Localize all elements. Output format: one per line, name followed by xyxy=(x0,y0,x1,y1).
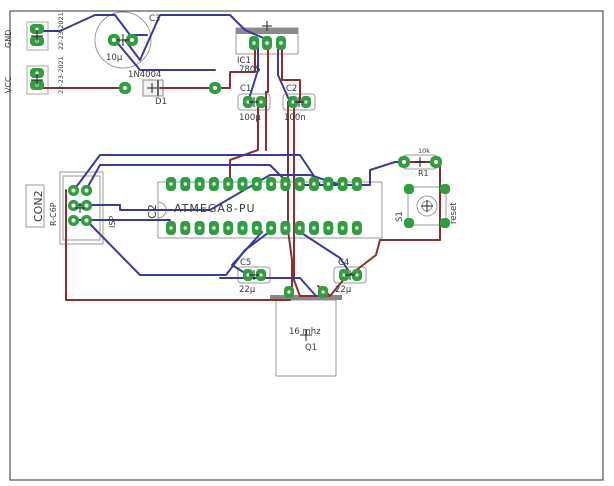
ic2-pin-hole xyxy=(240,226,245,230)
c2-name-label: C2 xyxy=(286,84,297,94)
c5-value-label: 22µ xyxy=(239,285,256,295)
s1-button-cap xyxy=(416,195,438,217)
ic2-pin-hole xyxy=(355,226,359,230)
con2-value-label: R-C6P xyxy=(49,202,58,226)
ic2-pin-hole xyxy=(298,182,302,186)
trace-isp-reset xyxy=(85,219,273,276)
c4-outline xyxy=(333,266,367,284)
r1-value-label: 10k xyxy=(418,147,430,155)
ic1-name-label: IC1 xyxy=(237,56,251,66)
c3-value-label: 10µ xyxy=(106,53,123,63)
pad-holes xyxy=(35,27,438,294)
ic2-pin-hole xyxy=(326,182,330,186)
trace-ic1-c1 xyxy=(247,44,259,103)
c3-name-label: C3 xyxy=(149,14,160,24)
ic2-pin-pads xyxy=(166,177,362,235)
ic2-pin-hole xyxy=(197,226,202,230)
c1-name-label: C1 xyxy=(240,84,251,94)
trace-ic1-out xyxy=(281,44,301,101)
ic2-name-label: IC2 xyxy=(146,204,159,222)
ic2-pin-hole xyxy=(298,226,302,230)
c1-outline xyxy=(237,93,271,111)
ic2-pin-hole xyxy=(255,226,259,230)
trace-xtal-top xyxy=(219,277,317,297)
trace-isp-miso xyxy=(73,154,321,191)
pad xyxy=(440,184,450,194)
trace-gnd-c3 xyxy=(35,14,148,36)
con2-latch xyxy=(25,184,45,228)
ic2-pin-hole xyxy=(340,226,345,230)
d1-name-label: D1 xyxy=(155,97,167,107)
ic2-pin-hole xyxy=(183,182,187,186)
ic2-pin-hole xyxy=(269,182,273,186)
c3-outline xyxy=(94,11,152,69)
q1-name-label: Q1 xyxy=(305,343,317,353)
trace-isp-gnd xyxy=(65,189,291,301)
ic2-pin-hole xyxy=(355,182,359,186)
c5-name-label: C5 xyxy=(240,258,251,268)
trace-c5 xyxy=(231,231,263,276)
ic1-value-label: 7805 xyxy=(239,65,261,75)
con2-outline xyxy=(59,171,104,245)
isp-label: ISP xyxy=(108,216,117,228)
vcc-label: VCC xyxy=(4,76,13,93)
c5-outline xyxy=(237,266,271,284)
ic2-pin-hole xyxy=(283,182,288,186)
gnd-label: GND xyxy=(4,30,13,48)
ic2-pin-hole xyxy=(226,226,230,230)
ic2-pin-hole xyxy=(212,182,216,186)
c4-value-label: 22µ xyxy=(335,285,352,295)
q1-value-label: 16 mhz xyxy=(289,327,321,337)
ic2-pin-hole xyxy=(312,182,316,186)
date-label-top: 22-23-2021 xyxy=(57,12,65,50)
ic2-pin-hole xyxy=(326,226,330,230)
ic2-pin-hole xyxy=(269,226,273,230)
pad xyxy=(440,218,450,228)
c2-value-label: 100n xyxy=(284,113,306,123)
ic2-pin-hole xyxy=(212,226,216,230)
ic2-pin-hole xyxy=(340,182,345,186)
board-outline xyxy=(9,10,604,481)
trace-c3-d1 xyxy=(114,39,216,71)
pad xyxy=(404,218,414,228)
c4-name-label: C4 xyxy=(338,258,349,268)
trace-d1-ic1 xyxy=(159,44,256,89)
ic2-pin-hole xyxy=(169,226,173,230)
con2-inner xyxy=(62,175,101,241)
trace-c2-down xyxy=(287,101,293,291)
trace-reset xyxy=(349,199,441,276)
c1-value-label: 100µ xyxy=(239,113,261,123)
ic2-pin-hole xyxy=(283,226,288,230)
ic2-pin-hole xyxy=(255,182,259,186)
trace-c4-top xyxy=(299,231,349,271)
con2-name-label: CON2 xyxy=(32,190,45,222)
pad xyxy=(404,184,414,194)
date-label-bottom: 22-23-2021 xyxy=(57,56,65,94)
labels-layer: GND VCC 22-23-2021 22-23-2021 C3 10µ 1N4… xyxy=(4,12,459,353)
origin-marks xyxy=(31,21,433,341)
q1-top-bar xyxy=(270,295,342,300)
ic2-pin-hole xyxy=(312,226,316,230)
r1-name-label: R1 xyxy=(418,169,429,178)
trace-xtal-a xyxy=(293,101,301,297)
trace-ic1-gnd xyxy=(265,44,269,151)
trace-vcc-r1 xyxy=(299,161,406,186)
ic2-value-label: ATMEGA8-PU xyxy=(174,202,256,215)
d1-part-label: 1N4004 xyxy=(128,70,161,80)
ic2-pin-hole xyxy=(240,182,245,186)
ic2-pin-hole xyxy=(197,182,202,186)
s1-outline xyxy=(407,186,447,226)
trace-c3-ic1 xyxy=(124,14,269,61)
s1-name-label: S1 xyxy=(395,211,405,222)
ic2-pin-hole xyxy=(183,226,187,230)
ic2-pin-hole xyxy=(169,182,173,186)
ic2-pin-hole xyxy=(226,182,230,186)
trace-isp-mosi xyxy=(73,174,341,211)
top-traces xyxy=(35,14,406,297)
s1-value-label: reset xyxy=(449,202,459,224)
